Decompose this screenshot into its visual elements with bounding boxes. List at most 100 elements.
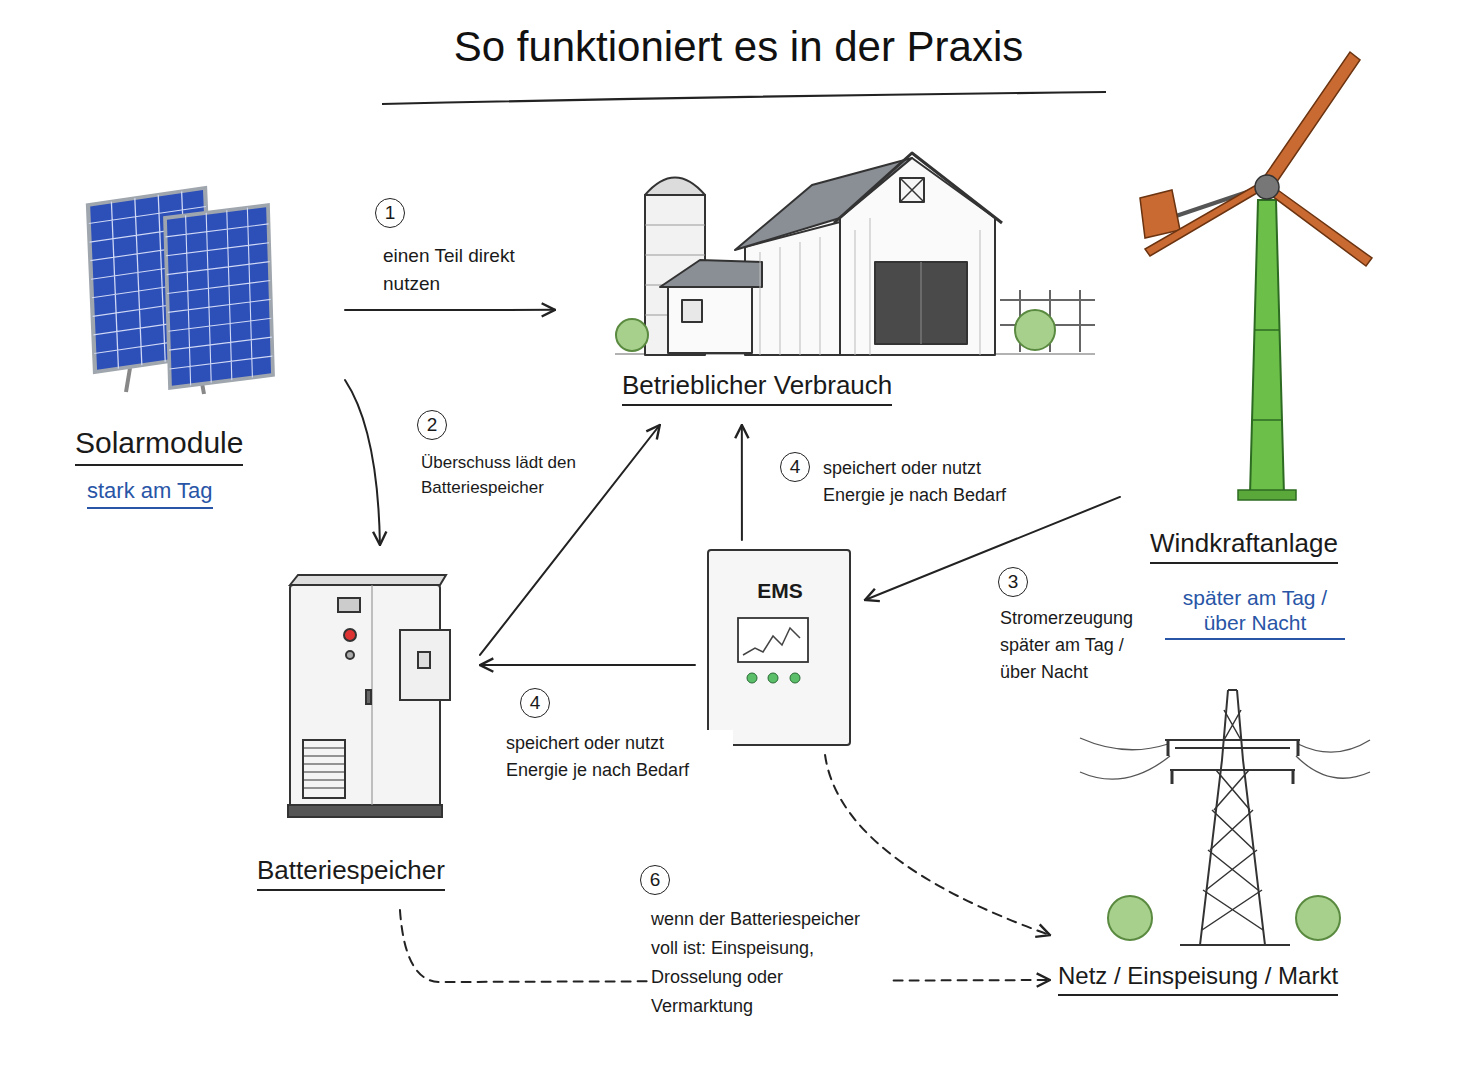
callout-number: 2 [417, 410, 447, 440]
text-slot: EMS [695, 578, 865, 603]
text-slot: speichert oder nutzt Energie je nach Bed… [503, 730, 733, 784]
power-pylon-illustration [1108, 896, 1152, 940]
barn-illustration [920, 262, 922, 344]
edge-label: speichert oder nutzt Energie je nach Bed… [503, 730, 733, 784]
wind-turbine-illustration [1268, 188, 1372, 266]
diagram-node: EMS [695, 540, 865, 755]
barn-illustration [660, 260, 762, 287]
barn-illustration [645, 178, 705, 196]
text-slot: 1 [375, 198, 405, 228]
battery-storage-illustration [288, 575, 450, 817]
text-slot: 4 [780, 452, 810, 482]
power-pylon-illustration [1080, 690, 1370, 945]
battery-storage-illustration [303, 748, 345, 788]
node-subtitle: stark am Tag [87, 478, 213, 509]
diagram-node: Netz / Einspeisung / Markt [1050, 685, 1380, 1015]
node-title: EMS [757, 578, 803, 603]
connector-arrow [345, 380, 380, 545]
wind-turbine-illustration [1140, 190, 1180, 238]
edge-label: speichert oder nutzt Energie je nach Bed… [820, 455, 1050, 509]
edge-label: wenn der Batteriespeicher voll ist: Eins… [648, 905, 888, 1021]
connector-arrow [345, 309, 555, 311]
battery-storage-illustration [288, 805, 442, 817]
ems-cabinet-illustration [708, 550, 850, 745]
diagram-node: Betrieblicher Verbrauch [555, 135, 1095, 425]
power-pylon-illustration [1296, 896, 1340, 940]
callout-number: 6 [640, 865, 670, 895]
wind-turbine-illustration [1255, 175, 1279, 199]
callout-number: 4 [520, 688, 550, 718]
wind-turbine-illustration [1140, 52, 1372, 500]
edge-label: Stromerzeugung später am Tag / über Nach… [997, 605, 1162, 686]
wind-turbine-illustration [1250, 200, 1284, 495]
barn-illustration [875, 262, 967, 344]
ems-cabinet-illustration [790, 673, 800, 683]
connector-arrow [865, 497, 1120, 600]
text-slot: wenn der Batteriespeicher voll ist: Eins… [648, 905, 888, 1021]
power-pylon-illustration [1180, 944, 1290, 946]
battery-storage-illustration [303, 740, 345, 798]
ems-cabinet-illustration [747, 673, 757, 683]
battery-storage-illustration [366, 690, 371, 704]
text-slot: 6 [640, 865, 670, 895]
barn-illustration [760, 218, 980, 355]
node-subtitle: später am Tag / über Nacht [1165, 585, 1345, 640]
node-title: Windkraftanlage [1150, 528, 1338, 564]
power-pylon-illustration [1202, 710, 1263, 930]
ems-cabinet-illustration [738, 618, 808, 662]
barn-illustration [1000, 290, 1095, 352]
battery-storage-illustration [418, 652, 430, 668]
solar-panel-illustration [88, 188, 273, 394]
node-title: Betrieblicher Verbrauch [622, 370, 892, 406]
power-pylon-illustration [1080, 738, 1370, 779]
connector-arrow [741, 425, 743, 540]
barn-illustration [834, 153, 1002, 223]
diagram-node: Solarmodule stark am Tag [70, 170, 345, 520]
barn-illustration [682, 300, 702, 322]
text-slot: Solarmodule [75, 425, 243, 466]
barn-illustration [616, 319, 648, 351]
text-slot: Batteriespeicher [257, 855, 445, 891]
text-slot: Windkraftanlage [1150, 528, 1338, 564]
wind-turbine-illustration [1262, 52, 1360, 186]
text-slot: 3 [998, 567, 1028, 597]
power-pylon-illustration [1165, 740, 1300, 770]
diagram-node: Windkraftanlage später am Tag / über Nach… [1120, 40, 1385, 660]
wind-turbine-illustration [1238, 490, 1296, 500]
battery-storage-illustration [344, 629, 356, 641]
text-slot: Überschuss lädt den Batteriespeicher [418, 450, 593, 500]
barn-illustration [615, 153, 1095, 355]
edge-label: einen Teil direkt nutzen [380, 242, 545, 298]
title-underline [382, 92, 1106, 104]
text-slot: speichert oder nutzt Energie je nach Bed… [820, 455, 1050, 509]
battery-storage-illustration [290, 575, 446, 585]
battery-storage-illustration [338, 598, 360, 612]
barn-illustration [900, 178, 924, 202]
barn-illustration [840, 158, 995, 355]
callout-number: 3 [998, 567, 1028, 597]
text-slot: So funktioniert es in der Praxis [0, 22, 1477, 72]
barn-illustration [900, 178, 924, 202]
text-slot: 4 [520, 688, 550, 718]
power-pylon-illustration [1200, 690, 1265, 945]
edge-label: Überschuss lädt den Batteriespeicher [418, 450, 593, 500]
text-slot: 2 [417, 410, 447, 440]
text-slot: stark am Tag [87, 478, 213, 509]
text-slot: einen Teil direkt nutzen [380, 242, 545, 298]
solar-panel-illustration [165, 205, 273, 388]
solar-panel-illustration [165, 205, 273, 388]
solar-panel-illustration [165, 205, 273, 388]
text-slot: später am Tag / über Nacht [1165, 585, 1345, 640]
wind-turbine-illustration [1145, 184, 1262, 256]
ems-cabinet-illustration [768, 673, 778, 683]
text-slot: Netz / Einspeisung / Markt [1058, 962, 1338, 996]
battery-storage-illustration [400, 630, 450, 700]
text-slot: Stromerzeugung später am Tag / über Nach… [997, 605, 1162, 686]
diagram-title: So funktioniert es in der Praxis [454, 22, 1024, 72]
battery-storage-illustration [346, 651, 354, 659]
diagram-node: Batteriespeicher [250, 545, 480, 910]
power-pylon-illustration [1168, 740, 1298, 784]
barn-illustration [668, 287, 752, 353]
node-title: Netz / Einspeisung / Markt [1058, 962, 1338, 996]
